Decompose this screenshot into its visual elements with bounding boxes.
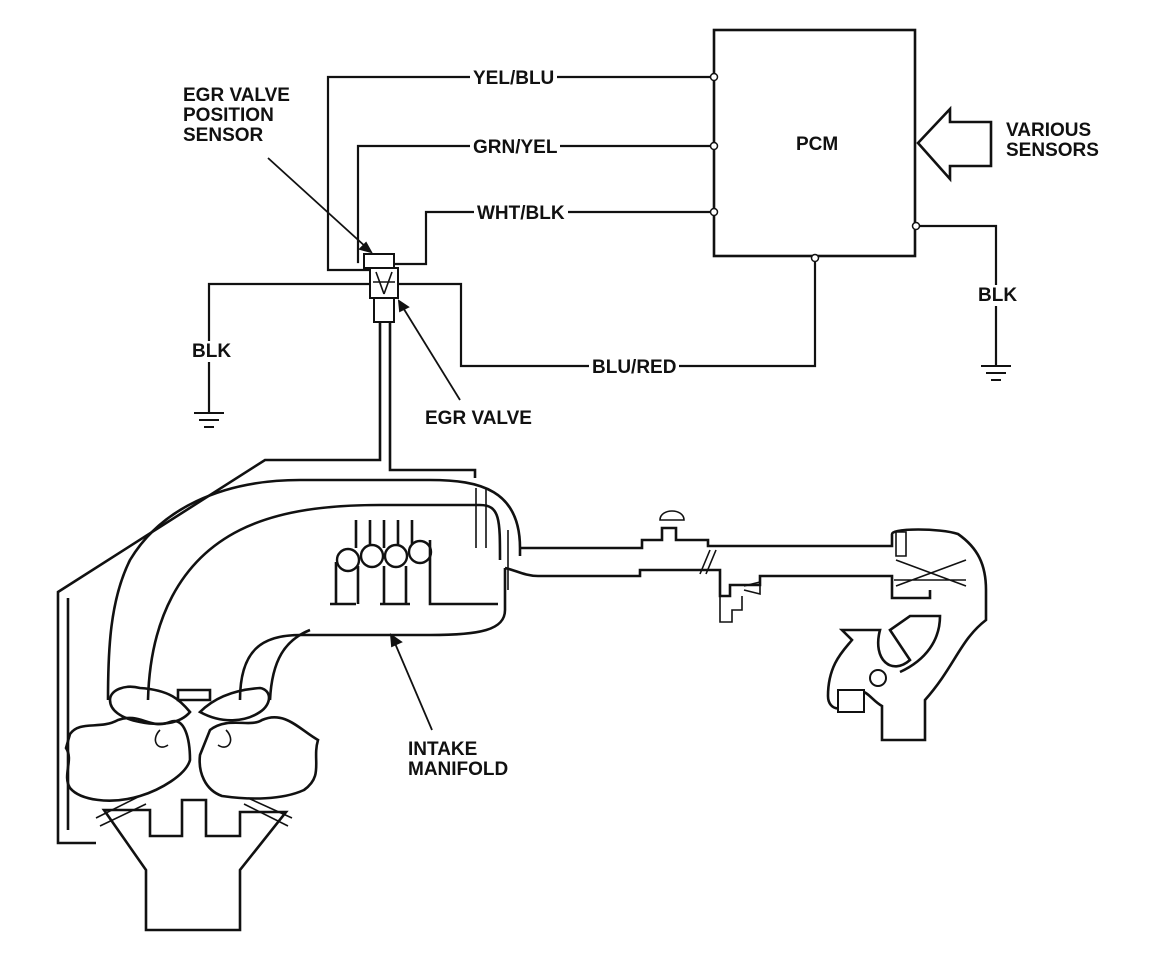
leader-arrowhead bbox=[358, 241, 373, 254]
terminal-dot bbox=[911, 221, 921, 231]
ground-label-right: BLK bbox=[975, 285, 1021, 306]
ground-symbol-left bbox=[194, 412, 224, 428]
egr-valve-assembly bbox=[56, 253, 477, 845]
wire-label-blu-red: BLU/RED bbox=[589, 357, 680, 378]
leader-arrow bbox=[401, 305, 461, 401]
pcm-terminals bbox=[709, 72, 921, 263]
ground-symbol-right bbox=[981, 365, 1011, 381]
wire-yel-blu bbox=[326, 75, 716, 272]
leader-arrowhead bbox=[389, 633, 403, 648]
manifold-outer bbox=[106, 478, 522, 701]
egr-pipe bbox=[56, 322, 477, 845]
wire-blu-red bbox=[393, 256, 817, 368]
leader-arrow bbox=[393, 640, 433, 731]
pcm-label: PCM bbox=[796, 134, 839, 155]
label-line: SENSORS bbox=[1006, 140, 1099, 161]
wire-label-wht-blk: WHT/BLK bbox=[474, 203, 568, 224]
intake-manifold bbox=[106, 478, 988, 742]
pcm-box bbox=[712, 28, 917, 258]
engine-block bbox=[64, 685, 320, 932]
label-line: INTAKE bbox=[408, 739, 478, 760]
wire-blk-right bbox=[914, 224, 998, 366]
runner-port bbox=[359, 543, 385, 569]
wire-grn-yel bbox=[356, 144, 716, 264]
wire-label-yel-blu: YEL/BLU bbox=[470, 68, 558, 89]
head-left bbox=[64, 716, 192, 802]
runner-port bbox=[383, 543, 409, 569]
wire-label-grn-yel: GRN/YEL bbox=[470, 137, 561, 158]
terminal-dot bbox=[709, 207, 719, 217]
label-line: SENSOR bbox=[183, 125, 264, 146]
terminal-dot bbox=[709, 72, 719, 82]
wire-wht-blk bbox=[390, 210, 716, 266]
intake-manifold-label: INTAKE MANIFOLD bbox=[405, 740, 511, 780]
wire-blk-left bbox=[207, 282, 373, 414]
label-line: VARIOUS bbox=[1006, 120, 1092, 141]
label-line: POSITION bbox=[183, 105, 274, 126]
engine-block-body bbox=[101, 798, 289, 932]
terminal-dot bbox=[810, 253, 820, 263]
runner-port bbox=[335, 547, 361, 573]
leader-arrowhead bbox=[397, 299, 410, 313]
head-right bbox=[198, 716, 320, 800]
label-line: MANIFOLD bbox=[408, 759, 509, 780]
leader-arrow bbox=[267, 157, 368, 249]
egr-position-sensor bbox=[363, 253, 395, 269]
various-sensors-label: VARIOUS SENSORS bbox=[1003, 121, 1102, 161]
intake-tract bbox=[520, 526, 988, 742]
label-line: EGR VALVE bbox=[183, 85, 290, 106]
terminal-dot bbox=[709, 141, 719, 151]
input-arrow bbox=[916, 105, 993, 183]
ground-label-left: BLK bbox=[189, 341, 235, 362]
egr-valve-label: EGR VALVE bbox=[422, 408, 535, 429]
runner-port bbox=[407, 539, 433, 565]
leader-arrows bbox=[267, 157, 461, 731]
egr-valve-position-sensor-label: EGR VALVE POSITION SENSOR bbox=[180, 86, 293, 146]
